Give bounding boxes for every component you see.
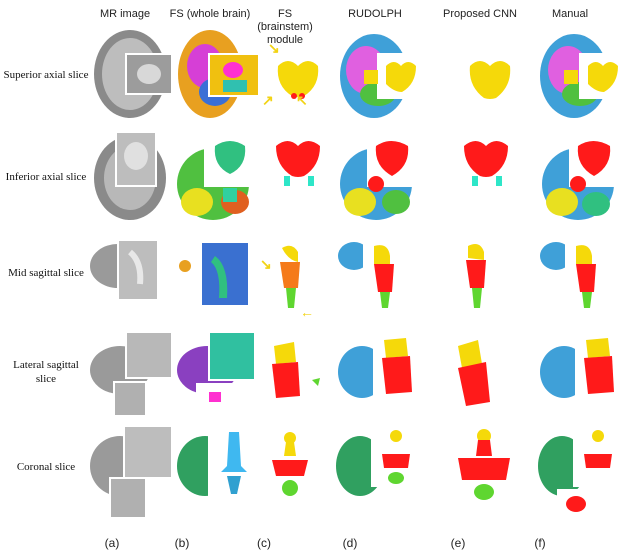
- manual-superior-axial: [538, 26, 628, 122]
- arrow-icon: ↘: [268, 40, 280, 56]
- cnn-inferior-axial: [448, 126, 538, 222]
- col-header-cnn: Proposed CNN: [443, 8, 517, 20]
- mr-image-lateral-sagittal: [88, 326, 178, 422]
- fs-brainstem-mid-sagittal: [258, 226, 348, 322]
- cnn-superior-axial: [448, 26, 538, 122]
- rudolph-lateral-sagittal: [336, 326, 426, 422]
- col-header-manual: Manual: [551, 8, 589, 20]
- fs-whole-superior-axial: [175, 26, 265, 122]
- col-letter-c: (c): [257, 536, 271, 550]
- mr-image-superior-axial: [88, 26, 178, 122]
- col-header-fs-whole: FS (whole brain): [169, 8, 251, 20]
- arrow-icon: ↘: [260, 256, 272, 272]
- fs-brainstem-superior-axial: [258, 26, 348, 122]
- row-label-coronal: Coronal slice: [16, 461, 76, 473]
- rudolph-superior-axial: [336, 26, 426, 122]
- manual-mid-sagittal: [538, 226, 628, 322]
- cnn-mid-sagittal: [448, 226, 538, 322]
- row-label-lateral-sagittal: Lateral sagittal slice: [13, 359, 79, 385]
- fs-whole-lateral-sagittal: [175, 326, 265, 422]
- rudolph-mid-sagittal: [336, 226, 426, 322]
- mr-image-mid-sagittal: [88, 226, 178, 322]
- row-label-superior-axial: Superior axial slice: [3, 69, 89, 81]
- rudolph-inferior-axial: [336, 126, 426, 222]
- fs-whole-coronal: [175, 426, 265, 522]
- fs-whole-mid-sagittal: [175, 226, 265, 322]
- arrow-icon: ←: [300, 304, 314, 320]
- mr-image-coronal: [88, 426, 178, 522]
- row-label-mid-sagittal: Mid sagittal slice: [8, 267, 84, 279]
- col-header-mr: MR image: [99, 8, 151, 20]
- fs-brainstem-coronal: [258, 426, 348, 522]
- col-letter-f: (f): [534, 536, 546, 550]
- col-letter-d: (d): [342, 536, 358, 550]
- col-letter-e: (e): [450, 536, 466, 550]
- col-letter-a: (a): [104, 536, 120, 550]
- arrow-icon: ↖: [296, 92, 308, 108]
- col-letter-b: (b): [174, 536, 190, 550]
- arrow-icon: ↗: [262, 92, 274, 108]
- manual-coronal: [538, 426, 628, 522]
- mr-image-inferior-axial: [88, 126, 178, 222]
- cnn-lateral-sagittal: [448, 326, 538, 422]
- fs-brainstem-inferior-axial: [258, 126, 348, 222]
- col-header-fs-brainstem: FS (brainstem) module: [257, 8, 313, 46]
- col-header-rudolph: RUDOLPH: [348, 8, 402, 20]
- rudolph-coronal: [336, 426, 426, 522]
- row-label-inferior-axial: Inferior axial slice: [5, 171, 87, 183]
- manual-lateral-sagittal: [538, 326, 628, 422]
- manual-inferior-axial: [538, 126, 628, 222]
- fs-brainstem-lateral-sagittal: [258, 326, 348, 422]
- fs-whole-inferior-axial: [175, 126, 265, 222]
- cnn-coronal: [448, 426, 538, 522]
